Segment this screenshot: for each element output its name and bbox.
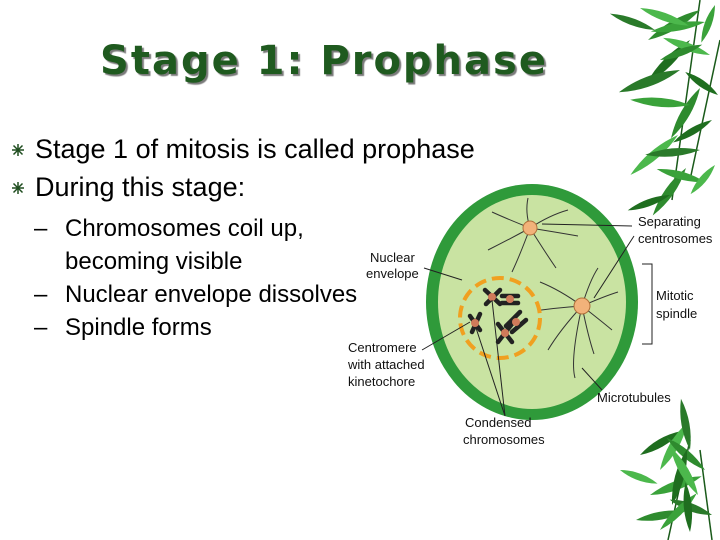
sub-bullet-text: Chromosomes coil up, becoming visible — [65, 215, 304, 275]
sub-bullet-item: – Chromosomes coil up, becoming visible — [34, 212, 365, 278]
dash-marker: – — [34, 281, 48, 308]
sub-bullet-text: Nuclear envelope dissolves — [65, 281, 358, 308]
sub-bullet-item: – Nuclear envelope dissolves — [34, 278, 365, 311]
pointer-lines — [421, 223, 653, 417]
label-condensed-2: chromosomes — [463, 432, 545, 447]
label-mitotic-1: Mitotic — [656, 288, 694, 303]
label-mitotic-2: spindle — [656, 306, 697, 321]
label-separating-2: centrosomes — [638, 231, 713, 246]
dash-marker: – — [34, 215, 48, 242]
dissolving-nuclear-envelope — [458, 276, 542, 360]
slide-title: Stage 1: Prophase — [100, 38, 548, 84]
label-centromere-2: with attached — [347, 357, 425, 372]
centromeres — [471, 293, 520, 337]
label-separating-1: Separating — [638, 214, 701, 229]
label-centromere-1: Centromere — [348, 340, 417, 355]
asterisk-bullet-icon — [12, 182, 24, 194]
nucleus-region — [460, 278, 540, 358]
sub-bullet-text: Spindle forms — [65, 314, 212, 341]
bullet-item: Stage 1 of mitosis is called prophase — [10, 130, 570, 168]
bullet-text: During this stage: — [35, 172, 246, 202]
label-condensed-1: Condensed — [465, 415, 532, 430]
sub-bullet-item: – Spindle forms — [34, 311, 365, 344]
centrosome-right — [573, 297, 591, 315]
label-microtubules: Microtubules — [597, 390, 671, 405]
dash-marker: – — [34, 314, 48, 341]
label-nuclear-envelope-2: envelope — [366, 266, 419, 281]
centrosome-top — [522, 220, 538, 236]
bullet-item: During this stage: — [10, 168, 570, 206]
bullet-text: Stage 1 of mitosis is called prophase — [35, 134, 475, 164]
label-nuclear-envelope-1: Nuclear — [370, 250, 415, 265]
bullet-list: Stage 1 of mitosis is called prophase Du… — [10, 130, 570, 344]
label-centromere-3: kinetochore — [348, 374, 415, 389]
asterisk-bullet-icon — [12, 144, 24, 156]
